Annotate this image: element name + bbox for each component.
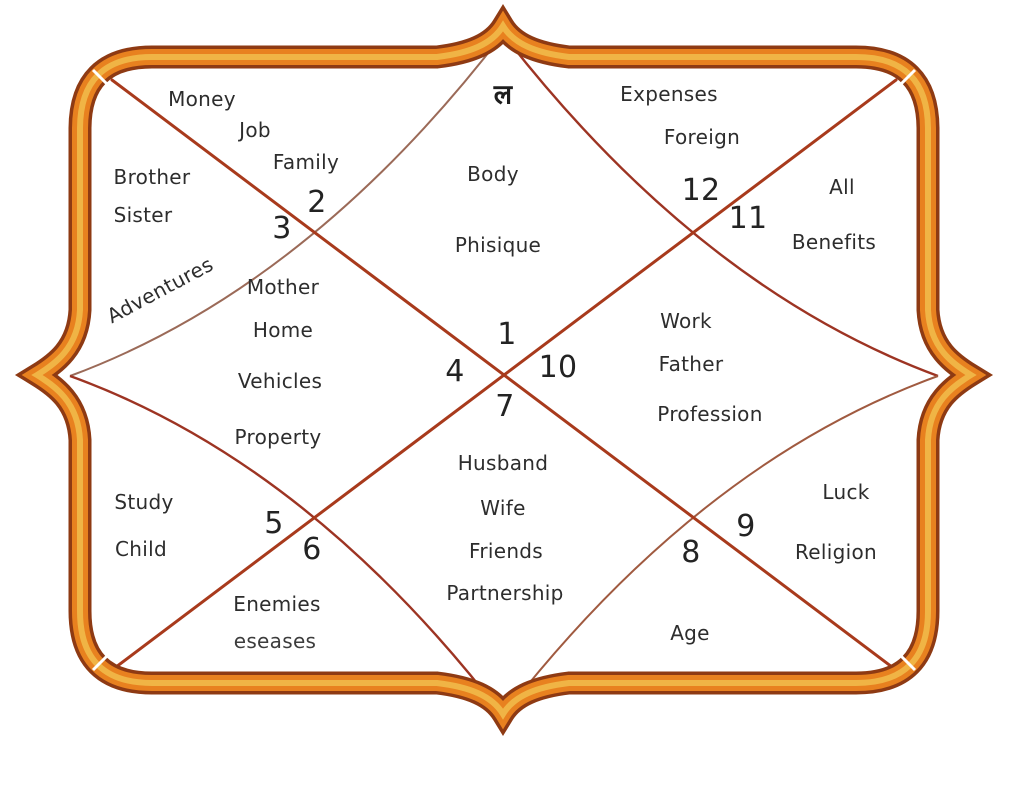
house12-label-expenses: Expenses [620, 82, 718, 106]
house5-label-child: Child [115, 537, 167, 561]
rhombus-curve-top-left [69, 33, 504, 377]
lagna-symbol: ल [493, 79, 513, 111]
house9-label-religion: Religion [795, 540, 877, 564]
house3-number: 3 [272, 211, 292, 246]
house1-label-body: Body [467, 162, 519, 186]
house7-label-partnership: Partnership [446, 581, 564, 605]
corner-seam-top-left [91, 68, 111, 88]
house4-label-property: Property [234, 425, 322, 449]
decorative-border-gold [31, 20, 977, 720]
house11-label-all: All [829, 175, 855, 199]
house6-label-eseases: eseases [233, 629, 317, 653]
house3-label-sister: Sister [113, 203, 173, 227]
house6-number: 6 [302, 532, 322, 567]
house9-label-luck: Luck [822, 480, 870, 504]
house2-label-money: Money [168, 87, 236, 111]
house11-label-benefits: Benefits [791, 230, 877, 254]
diagonal-line-tr-bl [110, 78, 898, 672]
rhombus-curve-top-right [502, 33, 939, 378]
house7-label-friends: Friends [468, 539, 544, 563]
house4-number: 4 [445, 354, 465, 389]
house8-label-age: Age [670, 621, 710, 645]
house4-label-home: Home [252, 318, 314, 342]
corner-seam-top-right [897, 68, 917, 88]
house2-number: 2 [307, 185, 327, 220]
house10-label-father: Father [658, 352, 724, 376]
house10-number: 10 [538, 350, 578, 385]
house5-number: 5 [264, 506, 284, 541]
house7-number: 7 [495, 389, 515, 424]
house7-label-wife: Wife [480, 496, 526, 520]
corner-seam-bottom-left [91, 652, 111, 672]
house1-number: 1 [497, 317, 517, 352]
house2-label-job: Job [239, 118, 271, 142]
house4-label-vehicles: Vehicles [237, 369, 323, 393]
house8-number: 8 [681, 535, 701, 570]
house9-number: 9 [736, 509, 756, 544]
house5-label-study: Study [114, 490, 174, 514]
rhombus-curve-bottom-right [502, 375, 939, 717]
house6-label-enemies: Enemies [233, 592, 321, 616]
house3-label-brother: Brother [113, 165, 191, 189]
house10-label-profession: Profession [657, 402, 763, 426]
house4-label-mother: Mother [246, 275, 320, 299]
house10-label-work: Work [660, 309, 712, 333]
rhombus-curve-bottom-left [69, 374, 504, 717]
house11-number: 11 [728, 201, 768, 236]
house12-label-foreign: Foreign [663, 125, 741, 149]
house2-label-family: Family [272, 150, 340, 174]
house1-label-phisique: Phisique [454, 233, 542, 257]
corner-seam-bottom-right [897, 652, 917, 672]
house12-number: 12 [681, 173, 721, 208]
house7-label-husband: Husband [457, 451, 549, 475]
